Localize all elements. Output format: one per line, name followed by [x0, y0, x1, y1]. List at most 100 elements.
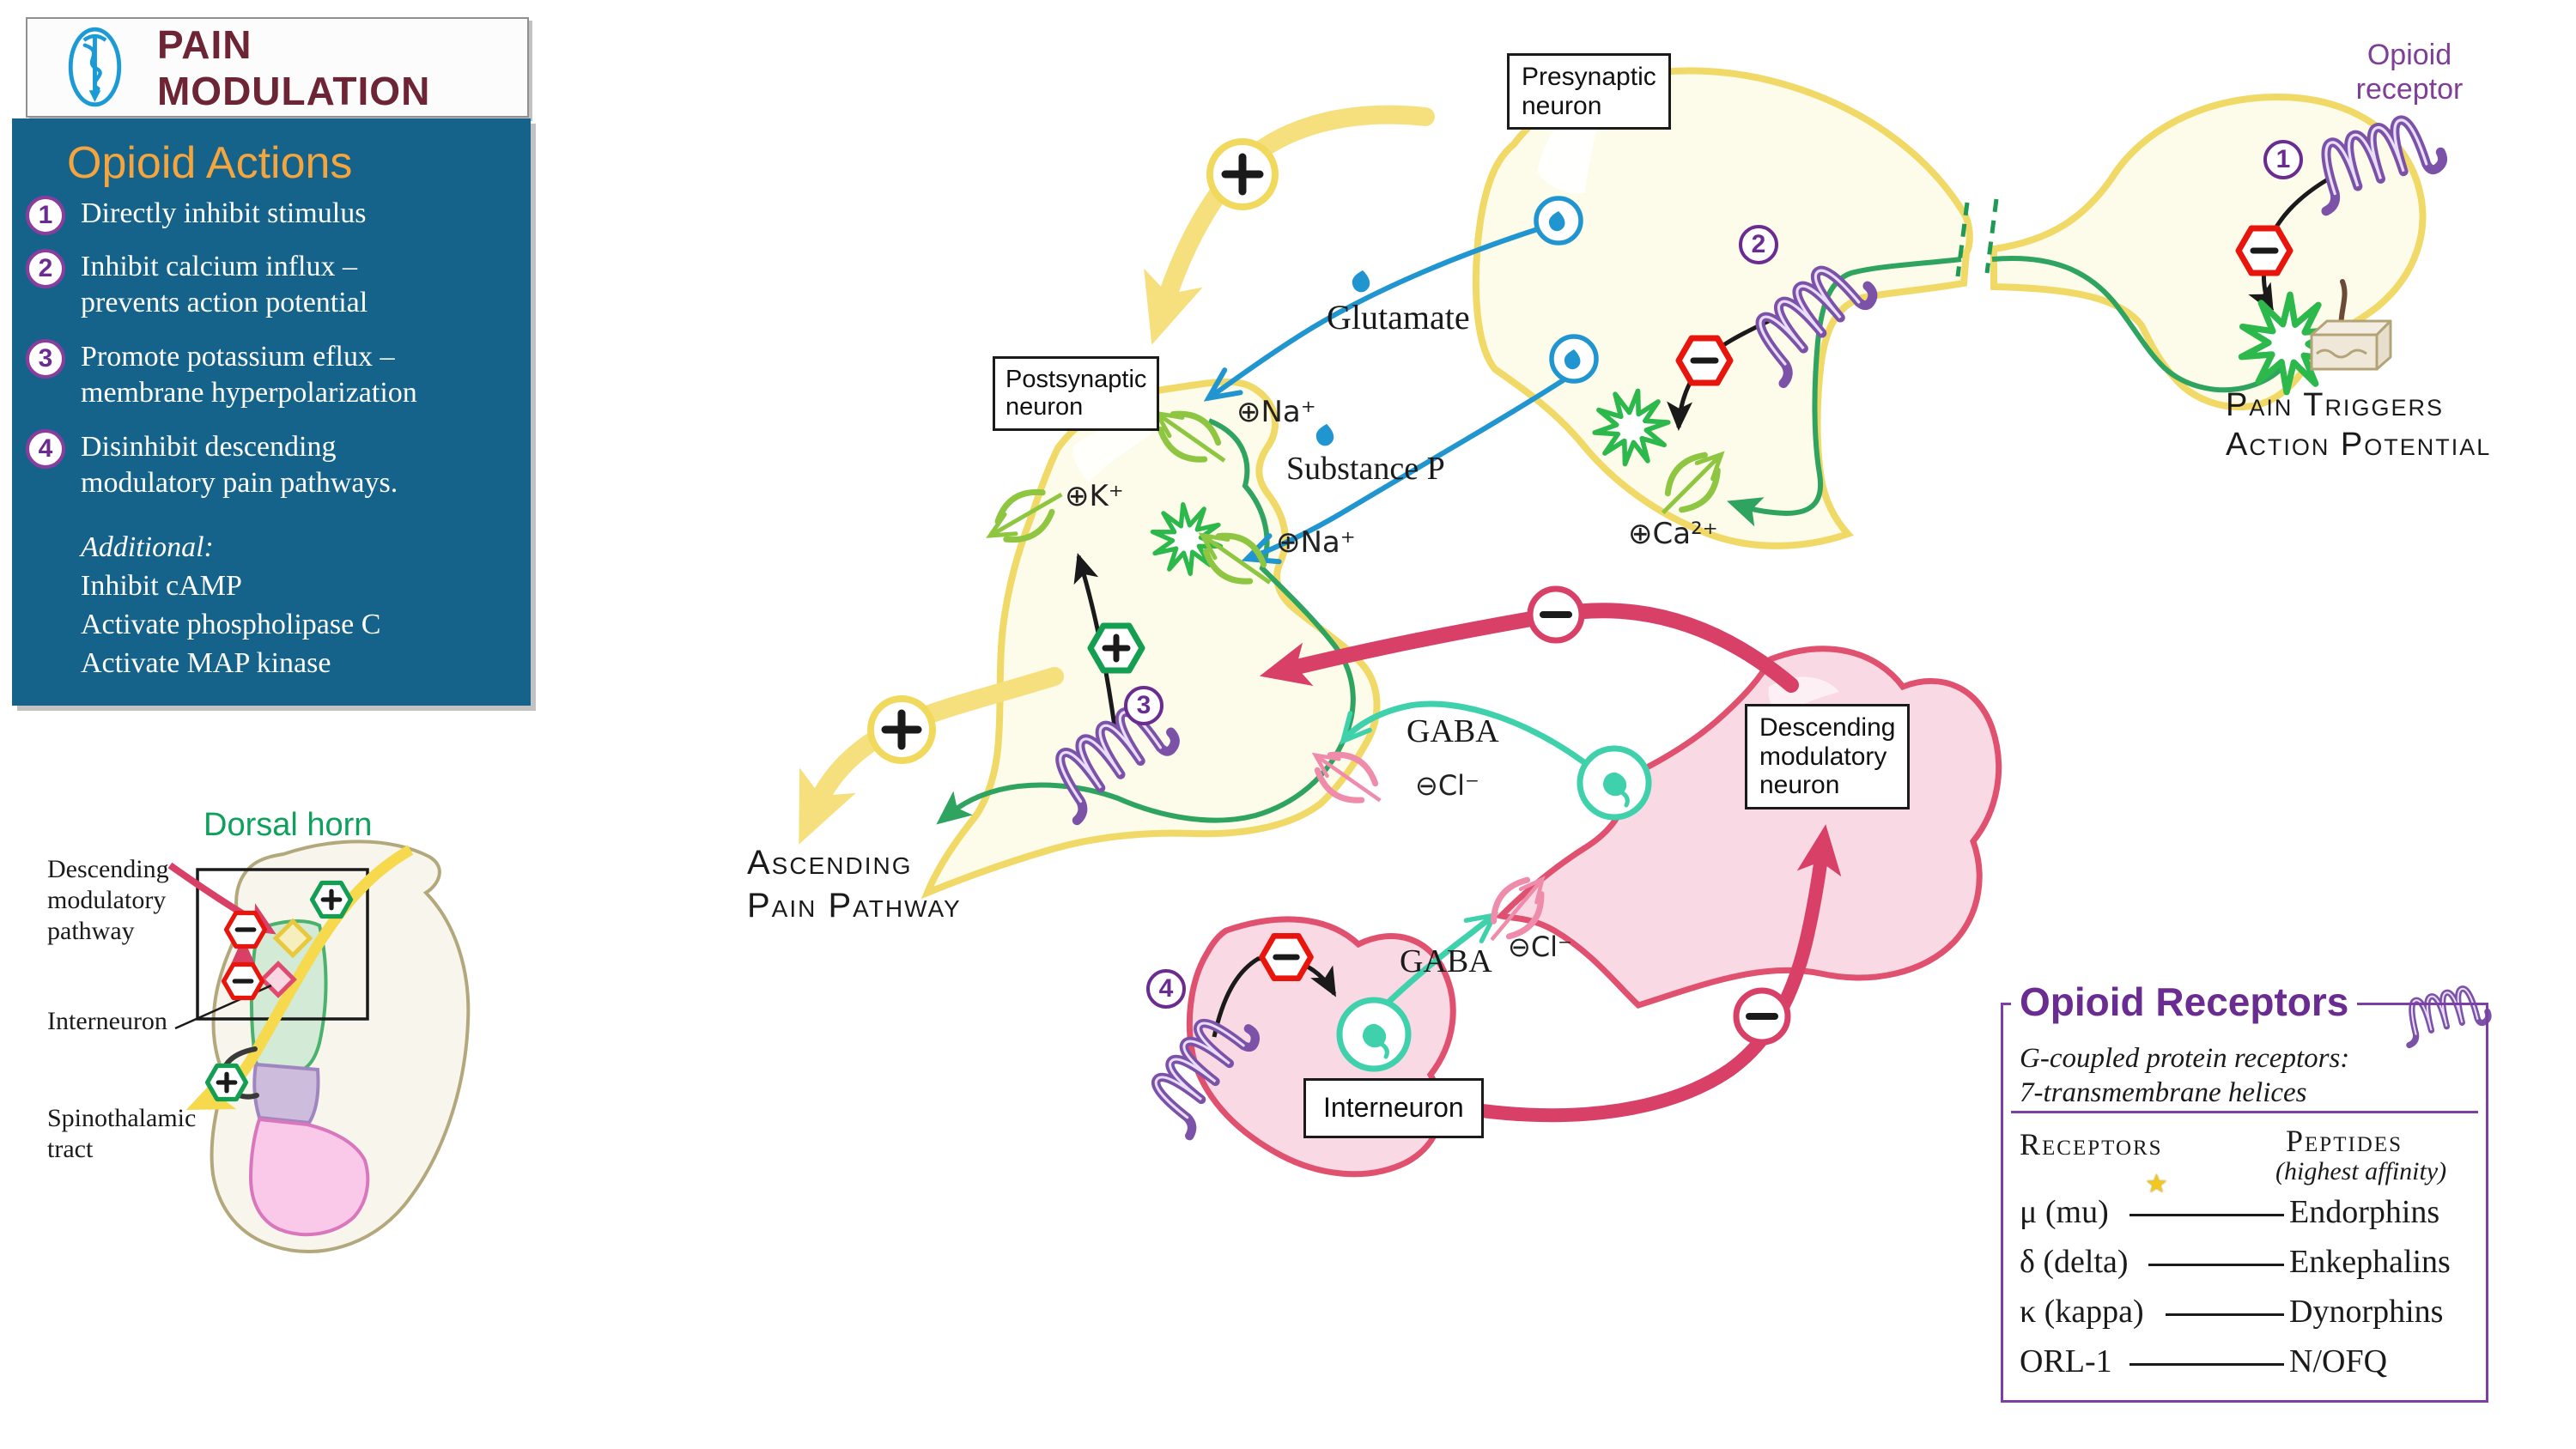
action-text: modulatory pain pathways. — [81, 467, 398, 500]
dorsal-horn-title: Dorsal horn — [204, 807, 373, 843]
axon-cut-dash — [1984, 198, 1999, 274]
action-item-2: 2 Inhibit calcium influx – prevents acti… — [26, 249, 368, 321]
descending-neuron-label: Descending modulatory neuron — [1745, 704, 1911, 809]
gaba-terminal-icon — [1340, 1000, 1408, 1069]
step-marker-1: 1 — [2263, 140, 2303, 179]
gaba-pathways — [1339, 700, 1649, 1069]
action-item-3: 3 Promote potassium eflux – membrane hyp… — [26, 339, 417, 411]
peptide-name: Dynorphins — [2289, 1294, 2444, 1330]
interneuron-label: Interneuron — [1303, 1078, 1484, 1138]
action-text: prevents action potential — [81, 287, 368, 319]
presynaptic-label: Presynaptic neuron — [1507, 53, 1671, 130]
peptide-name: Enkephalins — [2289, 1244, 2451, 1280]
plus-circle-badge — [867, 695, 936, 764]
star-icon: ★ — [2145, 1169, 2168, 1199]
ion-channels — [986, 397, 1735, 953]
receptors-panel-subtitle: G-coupled protein receptors: 7-transmemb… — [2020, 1043, 2350, 1108]
step-badge-1: 1 — [26, 196, 65, 235]
step-badge-3: 3 — [26, 339, 65, 379]
action-text: Promote potassium eflux – — [81, 341, 395, 373]
receptors-panel-title: Opioid Receptors — [2011, 979, 2358, 1025]
gaba-arrow-to-postsynaptic — [1339, 700, 1598, 773]
gaba-label: GABA — [1400, 943, 1492, 979]
minus-hexagon-icon — [1262, 936, 1311, 978]
neurotransmitter-release — [1211, 198, 1596, 558]
peptides-column-note: (highest affinity) — [2275, 1157, 2447, 1185]
minus-hexagon-icon — [1679, 338, 1730, 383]
step-marker-3: 3 — [1124, 686, 1163, 725]
plus-hexagon-icon — [208, 1066, 246, 1100]
additional-line: Inhibit cAMP — [81, 569, 242, 602]
page-title: PAIN MODULATION — [156, 21, 431, 113]
droplet-icon — [1315, 423, 1334, 446]
receptors-column-header: Receptors — [2020, 1127, 2163, 1161]
signal-lines — [936, 198, 2283, 825]
pain-trigger-label: Pain Triggers Action Potential — [2226, 387, 2492, 463]
skin-stimulus-icon — [2310, 279, 2392, 371]
na-ion-label: ⊕Na⁺ — [1276, 525, 1356, 560]
cl-channel-icon — [1476, 867, 1558, 953]
gaba-arrow-to-descending — [1373, 912, 1499, 1017]
terminal-signal-line — [1991, 256, 2283, 393]
spinothalamic-label: Spinothalamic tract — [47, 1104, 197, 1163]
peptide-name: Endorphins — [2289, 1194, 2440, 1230]
plus-hexagon-icon — [1091, 626, 1142, 670]
ca-ion-label: ⊕Ca²⁺ — [1628, 517, 1718, 551]
arrow-step4-to-gaba-terminal — [1212, 955, 1337, 1038]
presynaptic-excite-arrow — [1144, 105, 1435, 345]
plus-circle-badge — [1206, 138, 1279, 210]
k-ion-label: ⊕K⁺ — [1065, 479, 1124, 513]
minus-hexagon-icon — [224, 965, 263, 998]
receptor-name: ORL-1 — [2020, 1343, 2112, 1379]
ventral-region — [248, 1117, 370, 1237]
action-item-1: 1 Directly inhibit stimulus — [26, 196, 366, 235]
postsynaptic-neuron-body — [920, 378, 1381, 900]
interneuron-label-dh: Interneuron — [47, 1007, 167, 1035]
gaba-label: GABA — [1406, 713, 1499, 749]
action-text: membrane hyperpolarization — [81, 377, 417, 409]
inhibitory-arrows — [1259, 585, 1842, 1123]
k-channel-icon — [986, 476, 1063, 553]
ascending-pathway-label: Ascending Pain Pathway — [747, 844, 962, 925]
gaba-terminal-icon — [1580, 749, 1649, 817]
connector-line — [2129, 1214, 2284, 1216]
synapse-diamond — [272, 918, 313, 959]
receptor-name: μ (mu) — [2020, 1194, 2109, 1230]
axon-cut-dash — [1955, 202, 1970, 277]
additional-label: Additional: — [81, 531, 214, 563]
glutamate-label: Glutamate — [1327, 298, 1470, 336]
action-text: Disinhibit descending — [81, 431, 337, 463]
na-ion-label: ⊕Na⁺ — [1236, 395, 1316, 429]
intermediate-region — [252, 1062, 320, 1125]
vesicle-icon — [1536, 198, 1581, 243]
caduceus-icon — [68, 27, 122, 107]
additional-line: Activate MAP kinase — [81, 646, 331, 679]
step-badge-4: 4 — [26, 429, 65, 469]
step-marker-4: 4 — [1146, 969, 1186, 1009]
additional-actions: Additional: Inhibit cAMP Activate phosph… — [81, 529, 380, 683]
na-channel-icon — [1146, 397, 1236, 477]
dorsal-horn-frame — [196, 868, 369, 1021]
peptide-name: N/OFQ — [2289, 1343, 2388, 1379]
presynaptic-signal-line — [1727, 257, 1962, 527]
panel-divider — [2011, 1111, 2478, 1113]
postsynaptic-signal-line — [936, 418, 1356, 825]
postsynaptic-label: Postsynaptic neuron — [993, 356, 1160, 431]
receptor-name: δ (delta) — [2020, 1244, 2129, 1280]
interneuron-diamond — [259, 961, 297, 998]
peptides-column-header: Peptides — [2286, 1124, 2403, 1158]
descending-modulatory-neuron-body — [1495, 646, 2002, 1009]
connector-line — [2166, 1313, 2284, 1316]
ca-channel-icon — [1648, 441, 1734, 527]
minus-hexagon-icon — [227, 913, 265, 947]
minus-circle-badge — [1733, 987, 1791, 1046]
minus-circle-badge — [1527, 585, 1585, 644]
action-item-4: 4 Disinhibit descending modulatory pain … — [26, 429, 398, 501]
plus-hexagon-icon — [313, 883, 351, 917]
dorsal-horn-inset — [167, 840, 471, 1253]
excitatory-arrows — [799, 105, 1435, 845]
vesicle-icon — [1552, 336, 1596, 381]
step-badge-2: 2 — [26, 249, 65, 288]
